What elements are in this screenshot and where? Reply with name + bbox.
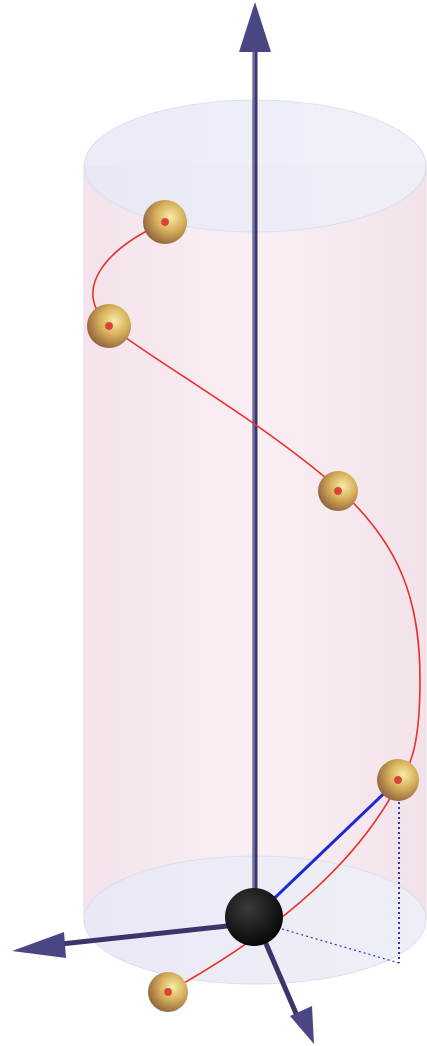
projection-lines <box>257 782 400 964</box>
particle <box>148 972 188 1012</box>
x-axis-arrowhead <box>12 932 66 958</box>
particle <box>87 304 131 348</box>
y-axis-arrowhead <box>290 1006 314 1044</box>
particles <box>87 200 419 1012</box>
particle <box>318 471 358 511</box>
particle <box>377 759 419 801</box>
origin-sphere <box>225 888 283 946</box>
particle <box>143 200 187 244</box>
position-vector <box>258 778 400 914</box>
x-axis <box>12 920 256 958</box>
z-axis-arrowhead <box>239 2 271 52</box>
z-axis <box>239 2 271 915</box>
